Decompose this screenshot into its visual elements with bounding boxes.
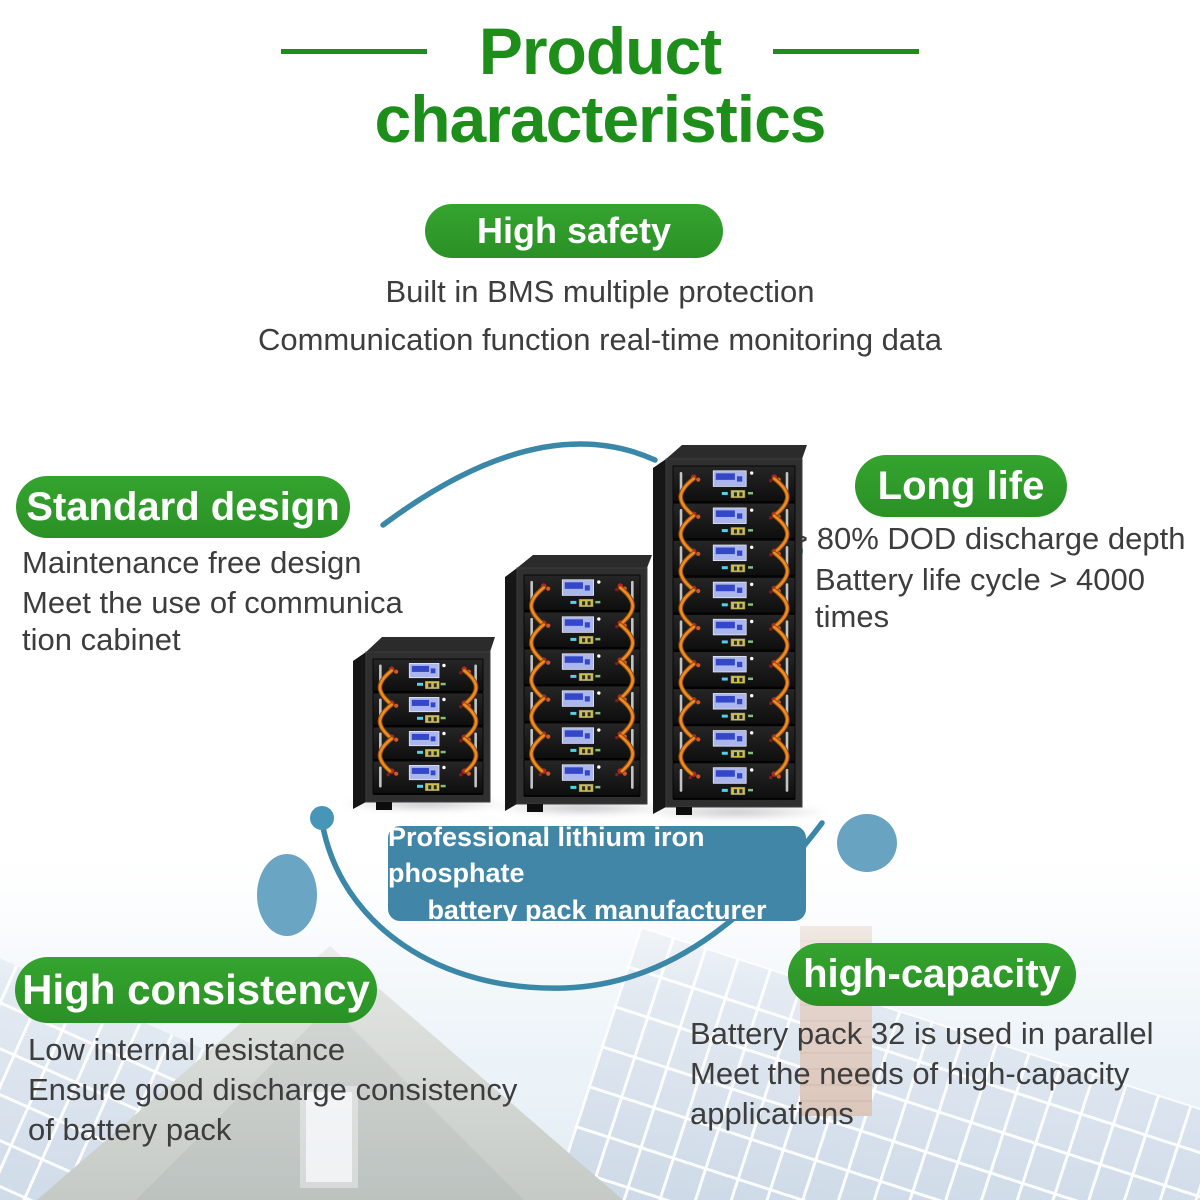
title-line2: characteristics	[374, 82, 827, 156]
left-accent-circle	[257, 854, 317, 936]
manufacturer-banner: Professional lithium iron phosphate batt…	[388, 822, 806, 925]
standard-design-line1: Maintenance free design	[22, 545, 362, 580]
long-life-line1: > 80% DOD discharge depth	[790, 521, 1186, 556]
top-connector-arc	[380, 441, 658, 528]
battery-cabinet-small	[352, 636, 498, 817]
high-safety-line2: Communication function real-time monitor…	[257, 322, 943, 357]
high-capacity-line3: applications	[690, 1096, 854, 1131]
high-consistency-line1: Low internal resistance	[28, 1032, 346, 1067]
badge-long-life: Long life	[855, 455, 1067, 517]
swoosh-start-dot	[310, 806, 334, 830]
page-title: Product characteristics	[0, 18, 1200, 152]
high-consistency-line2: Ensure good discharge consistency	[28, 1072, 518, 1107]
standard-design-line3: tion cabinet	[22, 622, 181, 657]
long-life-line3: times	[815, 599, 890, 634]
banner-line1: Professional lithium iron phosphate	[388, 821, 705, 889]
high-consistency-line3: of battery pack	[28, 1112, 232, 1147]
battery-cabinet-tall	[652, 444, 810, 822]
battery-cabinet-medium	[504, 554, 655, 819]
standard-design-line2: Meet the use of communica	[22, 585, 403, 620]
badge-high-capacity: high-capacity	[788, 943, 1076, 1006]
title-dash-right	[773, 48, 920, 54]
high-capacity-line1: Battery pack 32 is used in parallel	[690, 1016, 1154, 1051]
title-dash-left	[280, 48, 427, 54]
badge-high-consistency: High consistency	[15, 957, 377, 1023]
high-safety-line1: Built in BMS multiple protection	[385, 274, 815, 309]
badge-standard-design: Standard design	[16, 476, 350, 538]
title-line1: Product	[478, 14, 722, 88]
right-accent-circle	[837, 814, 897, 872]
banner-line2: battery pack manufacturer	[427, 894, 767, 925]
long-life-line2: Battery life cycle > 4000	[815, 562, 1145, 597]
badge-high-safety: High safety	[425, 204, 723, 258]
high-capacity-line2: Meet the needs of high-capacity	[690, 1056, 1130, 1091]
